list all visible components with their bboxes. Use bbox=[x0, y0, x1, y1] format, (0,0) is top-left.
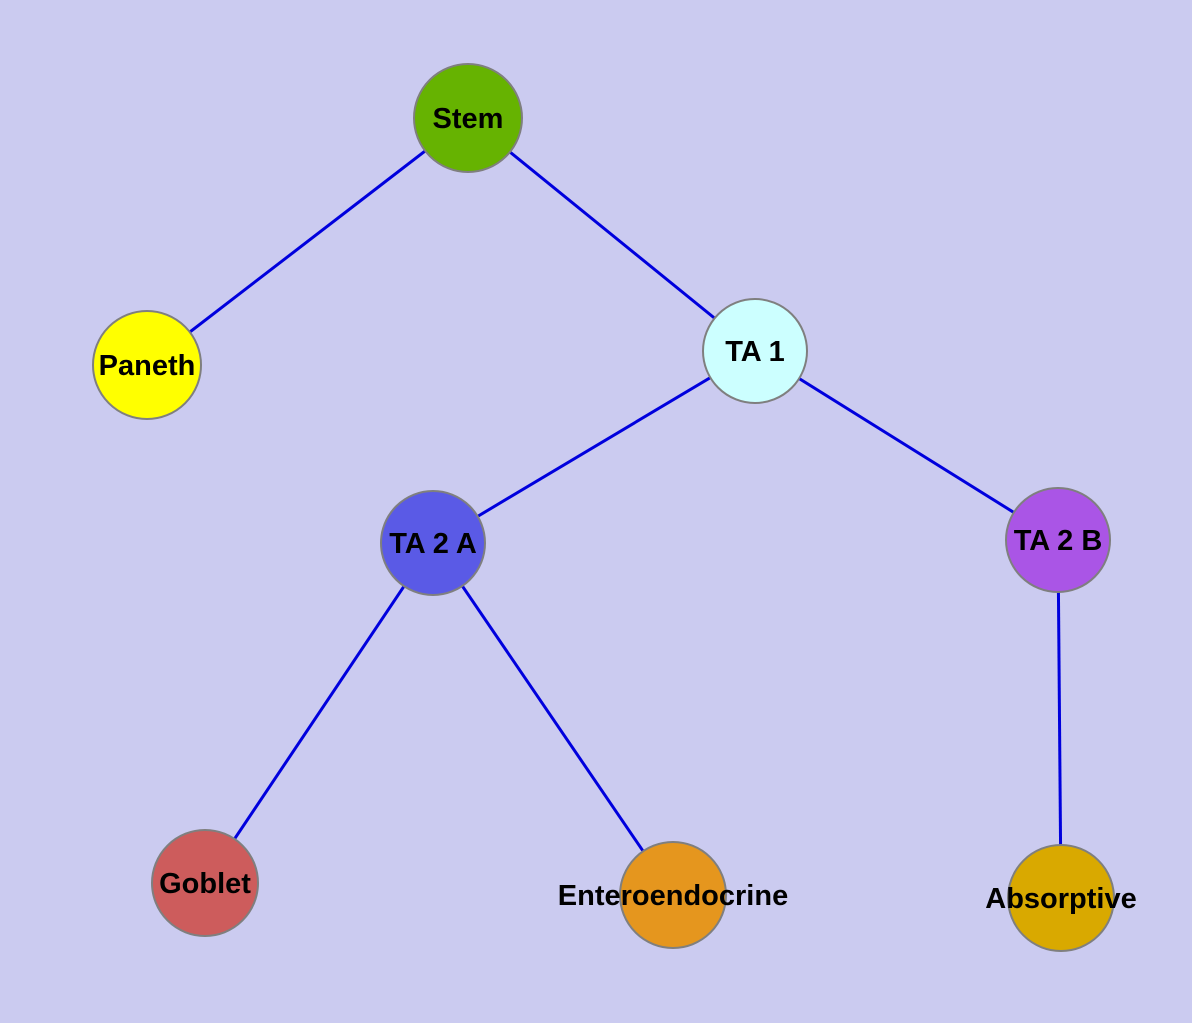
edge-ta1-ta2b bbox=[754, 349, 1059, 542]
node-circle-ta2a[interactable] bbox=[380, 490, 486, 596]
node-circle-stem[interactable] bbox=[413, 63, 523, 173]
edge-ta2a-enteroendocrine bbox=[431, 542, 675, 896]
node-ta2a[interactable]: TA 2 A bbox=[380, 490, 486, 596]
node-ta1[interactable]: TA 1 bbox=[702, 298, 808, 404]
edge-ta2a-goblet bbox=[203, 542, 435, 884]
node-circle-ta2b[interactable] bbox=[1005, 487, 1111, 593]
edge-ta2b-absorptive bbox=[1056, 539, 1063, 899]
node-circle-paneth[interactable] bbox=[92, 310, 202, 420]
node-circle-enteroendocrine[interactable] bbox=[619, 841, 727, 949]
edge-stem-ta1 bbox=[467, 116, 756, 353]
node-circle-ta1[interactable] bbox=[702, 298, 808, 404]
node-circle-goblet[interactable] bbox=[151, 829, 259, 937]
edge-ta1-ta2a bbox=[432, 349, 756, 545]
edge-stem-paneth bbox=[146, 116, 469, 367]
node-ta2b[interactable]: TA 2 B bbox=[1005, 487, 1111, 593]
node-stem[interactable]: Stem bbox=[413, 63, 523, 173]
node-circle-absorptive[interactable] bbox=[1007, 844, 1115, 952]
node-goblet[interactable]: Goblet bbox=[151, 829, 259, 937]
node-paneth[interactable]: Paneth bbox=[92, 310, 202, 420]
